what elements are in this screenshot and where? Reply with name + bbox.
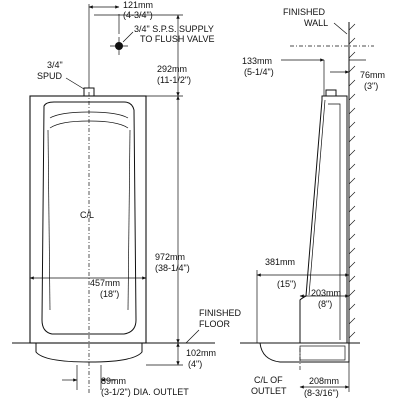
front-floor-label-1: FINISHED	[199, 308, 242, 318]
side-view: FINISHED WALL 133mm (5-1/4") 76mm (3") 3…	[240, 7, 385, 398]
spud-offset-in: (5-1/4")	[244, 67, 274, 77]
wall-gap-in: (3")	[364, 81, 378, 91]
outlet-cl-label-2: OUTLET	[251, 386, 287, 396]
below-floor-in: (4")	[188, 359, 202, 369]
spud-offset-mm: 133mm	[242, 56, 272, 66]
front-view: 3/4" S.P.S. SUPPLY TO FLUSH VALVE 121mm …	[12, 0, 242, 397]
below-floor-mm: 102mm	[186, 348, 216, 358]
supply-dim-mm: 121mm	[123, 0, 153, 10]
outlet-cl-label-1: C/L OF	[254, 375, 283, 385]
depth-low-in: (8")	[318, 299, 332, 309]
outlet-in: (3-1/2") DIA. OUTLET	[101, 387, 189, 397]
outlet-offset-mm: 208mm	[309, 376, 339, 386]
height-in: (38-1/4")	[155, 263, 190, 273]
width-mm: 457mm	[90, 278, 120, 288]
depth-low-mm: 203mm	[311, 288, 341, 298]
front-centerline: C/L	[80, 210, 94, 220]
spud-label-line1: 3/4"	[47, 60, 63, 70]
supply-note-line1: 3/4" S.P.S. SUPPLY	[134, 24, 214, 34]
spud-height-mm: 292mm	[157, 64, 187, 74]
wall-label-2: WALL	[304, 18, 328, 28]
width-in: (18")	[100, 289, 119, 299]
spud-label-line2: SPUD	[37, 71, 63, 81]
supply-symbol	[110, 14, 128, 55]
side-base	[259, 342, 350, 363]
outlet-offset-in: (8-3/16")	[304, 388, 339, 398]
rim-height-in-visible: (15")	[277, 279, 296, 289]
front-floor-label-2: FLOOR	[199, 319, 231, 329]
height-mm: 972mm	[155, 252, 185, 262]
spud-height-in: (11-1/2")	[157, 75, 191, 85]
side-spud	[325, 89, 337, 97]
urinal-front-bowl	[41, 101, 137, 335]
supply-note-line2: TO FLUSH VALVE	[140, 34, 215, 44]
outlet-mm: 89mm	[101, 376, 126, 386]
wall-label-1: FINISHED	[283, 7, 326, 17]
rim-height-mm: 381mm	[265, 257, 295, 267]
wall-gap-mm: 76mm	[360, 70, 385, 80]
